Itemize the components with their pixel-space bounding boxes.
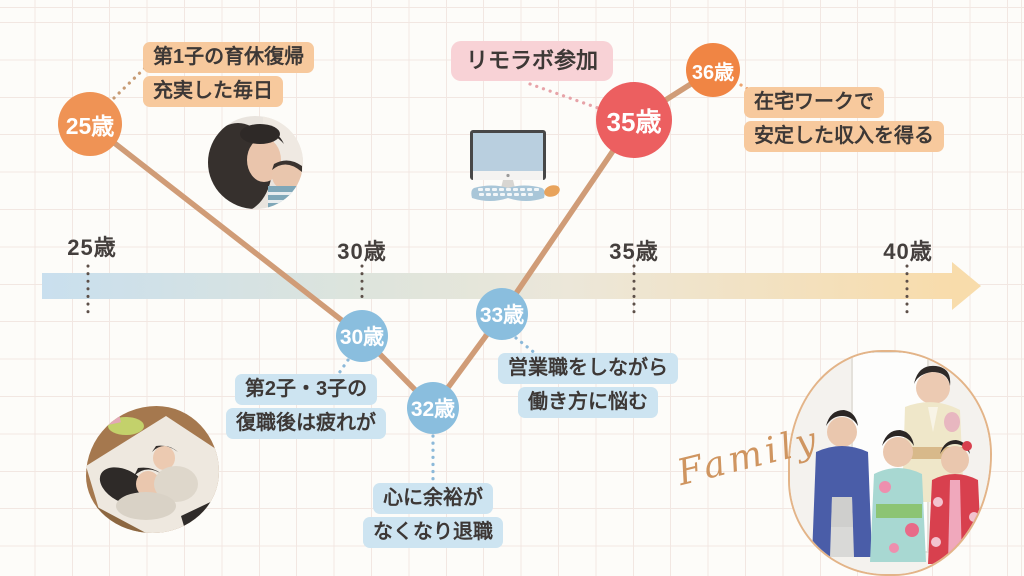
axis-label-35: 35歳 bbox=[609, 239, 659, 264]
axis-label-30: 30歳 bbox=[337, 239, 387, 264]
annotation-line: 充実した毎日 bbox=[143, 76, 283, 107]
annotation-line: 第1子の育休復帰 bbox=[143, 42, 315, 73]
annotation-age-36: 在宅ワークで 安定した収入を得る bbox=[744, 87, 944, 152]
annotation-line: 在宅ワークで bbox=[744, 87, 884, 118]
node-33: 33歳 bbox=[476, 288, 528, 340]
photo-kimono-family bbox=[788, 350, 992, 576]
node-36: 36歳 bbox=[686, 43, 740, 97]
annotation-line: 営業職をしながら bbox=[498, 353, 678, 384]
annotation-line: 心に余裕が bbox=[373, 483, 493, 514]
annotation-age-30: 第2子・3子の 復職後は疲れが bbox=[226, 374, 386, 439]
axis-label-40: 40歳 bbox=[883, 239, 933, 264]
annotation-line: 第2子・3子の bbox=[234, 374, 378, 405]
monitor-icon bbox=[470, 130, 546, 188]
node-35: 35歳 bbox=[596, 82, 672, 158]
annotation-line: リモラボ参加 bbox=[451, 41, 614, 81]
annotation-age-25: 第1子の育休復帰 充実した毎日 bbox=[143, 42, 315, 107]
photo-mother-and-baby bbox=[208, 116, 303, 209]
node-25: 25歳 bbox=[58, 92, 122, 156]
annotation-age-33: 営業職をしながら 働き方に悩む bbox=[498, 353, 678, 418]
mouse-icon bbox=[544, 185, 560, 197]
annotation-age-32: 心に余裕が なくなり退職 bbox=[363, 483, 503, 548]
annotation-line: なくなり退職 bbox=[363, 517, 503, 548]
photo-family-lying-down bbox=[86, 406, 219, 533]
keyboard-icon bbox=[471, 185, 545, 201]
node-30: 30歳 bbox=[336, 310, 388, 362]
annotation-line: 復職後は疲れが bbox=[226, 408, 386, 439]
timeline-arrowhead-icon bbox=[952, 262, 981, 310]
node-32: 32歳 bbox=[407, 382, 459, 434]
annotation-line: 安定した収入を得る bbox=[744, 121, 944, 152]
axis-label-25: 25歳 bbox=[67, 235, 117, 260]
annotation-line: 働き方に悩む bbox=[518, 387, 658, 418]
annotation-age-35: リモラボ参加 bbox=[451, 41, 614, 81]
computer-illustration bbox=[462, 128, 562, 206]
